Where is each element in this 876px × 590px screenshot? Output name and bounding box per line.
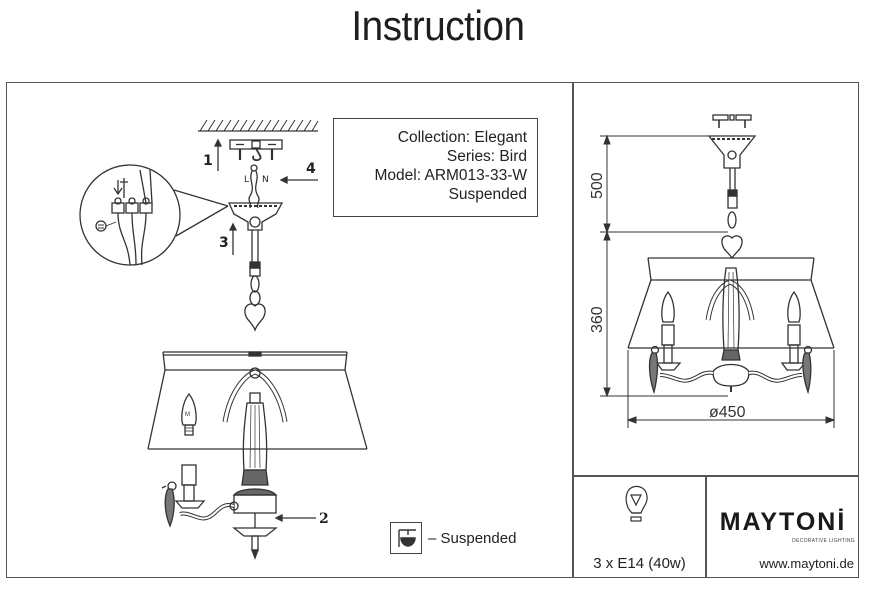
document-frame <box>6 82 859 578</box>
wiring-detail-callout <box>79 164 229 266</box>
wire-label-live: L <box>244 175 249 185</box>
step-3-label: 3 <box>219 235 229 251</box>
suspended-label: – Suspended <box>428 529 517 547</box>
suspended-icon <box>390 522 422 554</box>
brand-website: www.maytoni.de <box>759 556 854 571</box>
step-2-arrow <box>274 513 316 523</box>
step-2-label: 2 <box>319 511 329 527</box>
frame-divider-vertical <box>572 82 574 578</box>
collection-label: Collection: Elegant <box>397 129 527 146</box>
spare-bulb <box>181 392 197 436</box>
series-label: Series: Bird <box>446 148 527 165</box>
page-title: Instruction <box>351 2 525 49</box>
type-label: Suspended <box>448 186 527 203</box>
step-4-arrow <box>279 175 318 185</box>
brand-logo: MAYTONİ <box>719 508 847 536</box>
lamp-spec: 3 x E14 (40w) <box>593 555 686 572</box>
candle-arm <box>174 464 239 521</box>
step-3-arrow <box>228 222 238 255</box>
dimension-diameter: ø450 <box>709 404 746 421</box>
suspended-legend: – Suspended <box>390 521 516 555</box>
ceiling-canopy <box>227 202 284 231</box>
wire-label-neutral: N <box>262 175 269 185</box>
dimension-lines <box>600 134 836 428</box>
lampshade <box>147 351 368 450</box>
step-1-arrow <box>213 138 223 171</box>
footer-divider <box>705 475 707 578</box>
light-bulb-icon <box>625 485 648 522</box>
model-label: Model: ARM013-33-W <box>374 167 527 184</box>
step-1-label: 1 <box>203 153 213 169</box>
bird-ornament <box>161 481 177 528</box>
frame-divider-horizontal <box>572 475 859 477</box>
ceiling-hatch <box>198 119 319 132</box>
chain-rod <box>244 230 266 332</box>
dimension-height-chain: 500 <box>589 172 606 199</box>
dimensioned-fixture <box>627 114 835 395</box>
mounting-bracket <box>229 139 283 162</box>
wires <box>248 164 260 209</box>
central-column <box>232 392 278 560</box>
product-info-box: Collection: Elegant Series: Bird Model: … <box>333 118 538 217</box>
frame-arms <box>222 367 288 423</box>
bulb-mark: M <box>185 412 190 418</box>
brand-tagline: DECORATIVE LIGHTING <box>792 538 855 544</box>
dimension-height-body: 360 <box>589 306 606 333</box>
step-4-label: 4 <box>306 161 316 177</box>
